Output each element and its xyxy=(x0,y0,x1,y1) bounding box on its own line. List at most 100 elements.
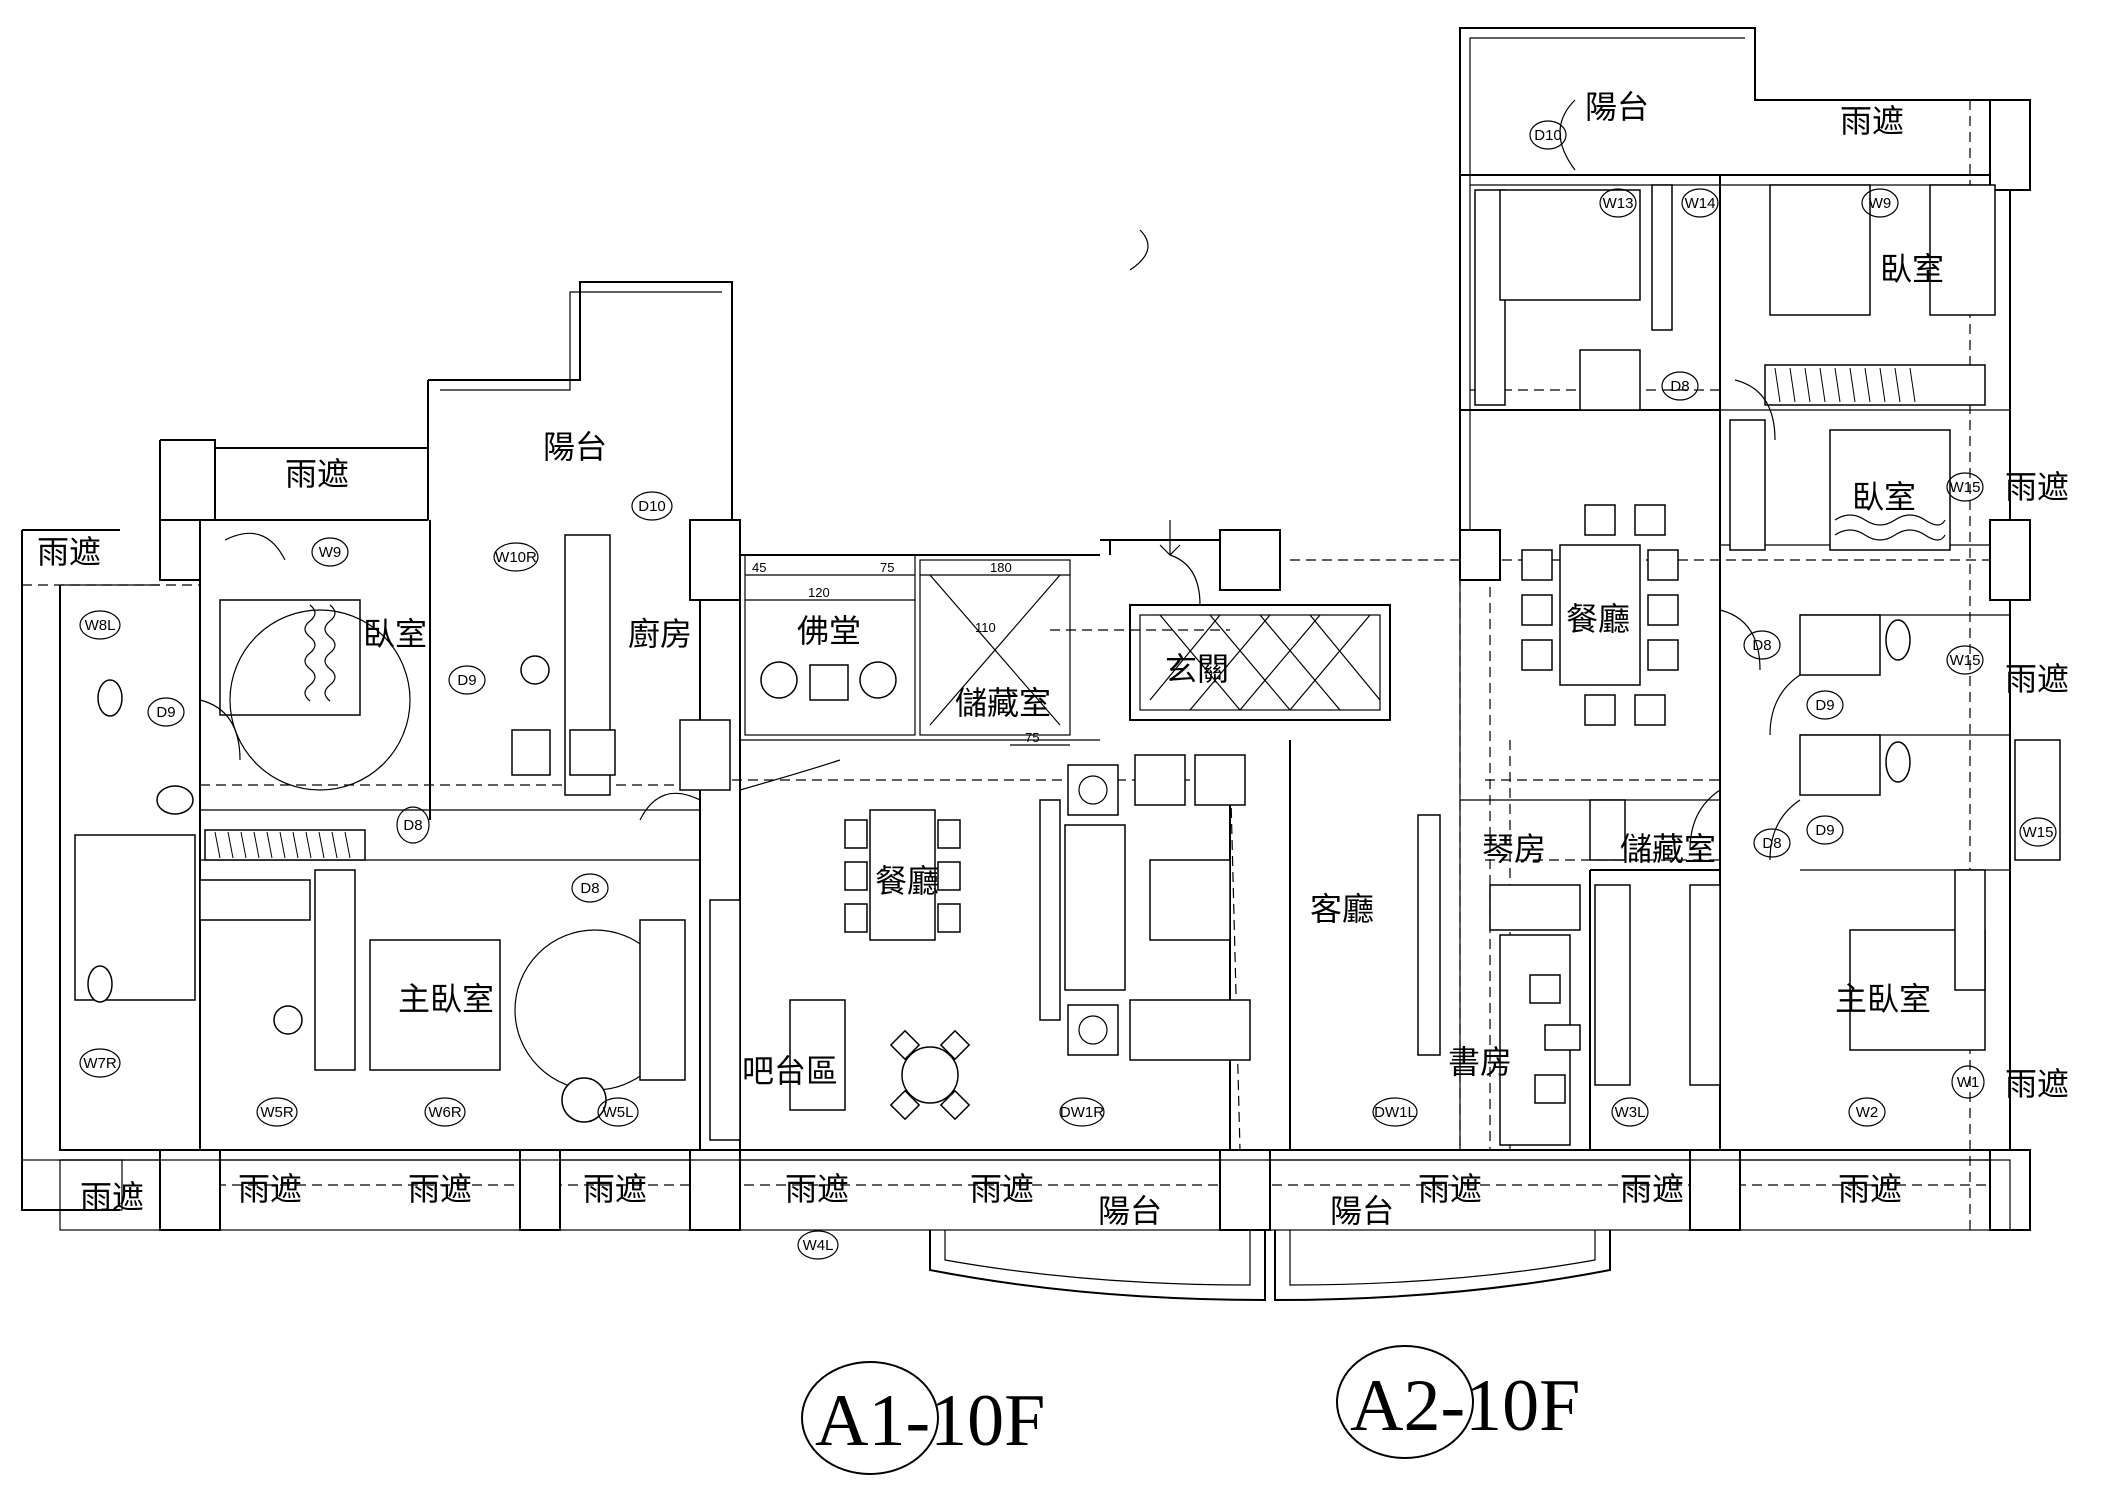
svg-text:D9: D9 xyxy=(1815,697,1834,714)
title-a2: A2-10F xyxy=(1350,1365,1580,1447)
label-storage-a2: 儲藏室 xyxy=(1620,830,1716,868)
label-canopy-left: 雨遮 xyxy=(37,533,101,571)
svg-text:DW1L: DW1L xyxy=(1374,1104,1416,1121)
tag-d8-a1b: D8 xyxy=(571,873,609,903)
title-a1: A1-10F xyxy=(815,1380,1045,1462)
svg-text:D8: D8 xyxy=(1670,378,1689,395)
tag-d8-a2b: D8 xyxy=(1743,630,1781,660)
svg-text:W4L: W4L xyxy=(803,1237,834,1254)
svg-text:D8: D8 xyxy=(1762,835,1781,852)
dim-110: 110 xyxy=(975,620,996,635)
svg-text:D9: D9 xyxy=(156,704,175,721)
svg-text:D8: D8 xyxy=(1752,637,1771,654)
dim-180: 180 xyxy=(990,560,1012,575)
svg-text:W13: W13 xyxy=(1603,195,1634,212)
svg-text:W8L: W8L xyxy=(85,617,116,634)
svg-text:W7R: W7R xyxy=(83,1055,117,1072)
tag-dw1r: DW1R xyxy=(1059,1097,1105,1127)
svg-text:W5R: W5R xyxy=(260,1104,294,1121)
svg-text:W14: W14 xyxy=(1685,195,1716,212)
tag-w1: W1 xyxy=(1951,1065,1985,1099)
columns xyxy=(159,99,2031,1231)
label-canopy-right-3: 雨遮 xyxy=(2005,1065,2069,1103)
tag-d9-a1a: D9 xyxy=(147,697,185,727)
svg-text:W15: W15 xyxy=(1950,479,1981,496)
svg-text:D10: D10 xyxy=(638,498,666,515)
canopy-label: 雨遮 xyxy=(80,1178,144,1216)
svg-text:W10R: W10R xyxy=(495,549,537,566)
tag-w5l: W5L xyxy=(597,1097,639,1127)
tag-w14: W14 xyxy=(1681,188,1719,218)
label-balcony-a1-top: 陽台 xyxy=(543,428,607,466)
svg-text:D8: D8 xyxy=(403,817,422,834)
canopy-label: 雨遮 xyxy=(1620,1170,1684,1208)
svg-text:W2: W2 xyxy=(1856,1104,1879,1121)
label-bedroom-a2-mid: 臥室 xyxy=(1852,478,1916,516)
canopy-label: 雨遮 xyxy=(785,1170,849,1208)
label-canopy-right-1: 雨遮 xyxy=(2005,468,2069,506)
label-storage-a1: 儲藏室 xyxy=(955,684,1051,722)
svg-text:D9: D9 xyxy=(457,672,476,689)
label-bedroom-a1: 臥室 xyxy=(363,615,427,653)
svg-text:W15: W15 xyxy=(1950,652,1981,669)
tag-w10r: W10R xyxy=(493,542,539,572)
svg-text:D9: D9 xyxy=(1815,822,1834,839)
bottom-canopy-labels: 雨遮 雨遮 雨遮 雨遮 雨遮 雨遮 雨遮 雨遮 雨遮 xyxy=(80,1170,1902,1216)
tag-w15c: W15 xyxy=(2019,817,2057,847)
canopy-label: 雨遮 xyxy=(1418,1170,1482,1208)
svg-text:W15: W15 xyxy=(2023,824,2054,841)
label-canopy-right-2: 雨遮 xyxy=(2005,660,2069,698)
tag-w6r: W6R xyxy=(424,1097,466,1127)
label-canopy-top-left: 雨遮 xyxy=(285,455,349,493)
tag-w5r: W5R xyxy=(256,1097,298,1127)
tag-w3l: W3L xyxy=(1611,1097,1649,1127)
tag-d8-a1a: D8 xyxy=(396,806,430,844)
bottom-canopy-strip xyxy=(21,1159,2011,1302)
a2-furniture xyxy=(1474,184,2061,1146)
svg-text:W5L: W5L xyxy=(603,1104,634,1121)
svg-text:W3L: W3L xyxy=(1615,1104,1646,1121)
svg-text:W9: W9 xyxy=(1869,195,1892,212)
canopy-label: 雨遮 xyxy=(1838,1170,1902,1208)
top-left-canopy xyxy=(214,447,429,521)
tag-d10-a2: D10 xyxy=(1529,120,1567,150)
svg-text:W6R: W6R xyxy=(428,1104,462,1121)
label-dining-a1: 餐廳 xyxy=(875,862,939,900)
svg-text:D8: D8 xyxy=(580,880,599,897)
canopy-label: 雨遮 xyxy=(238,1170,302,1208)
plan-titles: A1-10F A2-10F xyxy=(801,1345,1580,1475)
label-dining-a2: 餐廳 xyxy=(1566,600,1630,638)
dimension-labels: 45 120 75 180 110 75 xyxy=(745,560,1070,746)
dim-45: 45 xyxy=(752,560,766,575)
door-arcs xyxy=(199,99,1801,861)
tag-w9-a2: W9 xyxy=(1861,188,1899,218)
label-bedroom-a2-top: 臥室 xyxy=(1880,250,1944,288)
canopy-label: 雨遮 xyxy=(408,1170,472,1208)
label-living-a2: 客廳 xyxy=(1310,890,1374,928)
tag-w15b: W15 xyxy=(1946,645,1984,675)
tag-w4l: W4L xyxy=(797,1230,839,1260)
svg-text:W9: W9 xyxy=(319,544,342,561)
canopy-label: 雨遮 xyxy=(970,1170,1034,1208)
tag-d8-a2a: D8 xyxy=(1661,371,1699,401)
tag-d9-a2a: D9 xyxy=(1806,690,1844,720)
svg-text:W1: W1 xyxy=(1957,1074,1980,1091)
a1-furniture xyxy=(74,520,1441,1141)
label-bar-a1: 吧台區 xyxy=(742,1052,838,1090)
dim-120: 120 xyxy=(808,585,830,600)
svg-text:DW1R: DW1R xyxy=(1060,1104,1104,1121)
tag-w9-a1: W9 xyxy=(311,537,349,567)
label-canopy-a2-top: 雨遮 xyxy=(1840,102,1904,140)
tag-w8l: W8L xyxy=(79,610,121,640)
tag-w15a: W15 xyxy=(1946,472,1984,502)
tag-w7r: W7R xyxy=(79,1048,121,1078)
room-labels: 雨遮 雨遮 陽台 臥室 廚房 佛堂 儲藏室 玄關 餐廳 主臥室 吧台區 客廳 陽… xyxy=(37,88,2069,1230)
tag-w13: W13 xyxy=(1599,188,1637,218)
tag-dw1l: DW1L xyxy=(1372,1097,1418,1127)
tag-w2: W2 xyxy=(1848,1097,1886,1127)
tag-d9-a2b: D9 xyxy=(1806,815,1844,845)
dim-75a: 75 xyxy=(880,560,894,575)
label-balcony-a2-top: 陽台 xyxy=(1585,88,1649,126)
canopy-label: 雨遮 xyxy=(583,1170,647,1208)
label-master-a2: 主臥室 xyxy=(1835,980,1931,1018)
